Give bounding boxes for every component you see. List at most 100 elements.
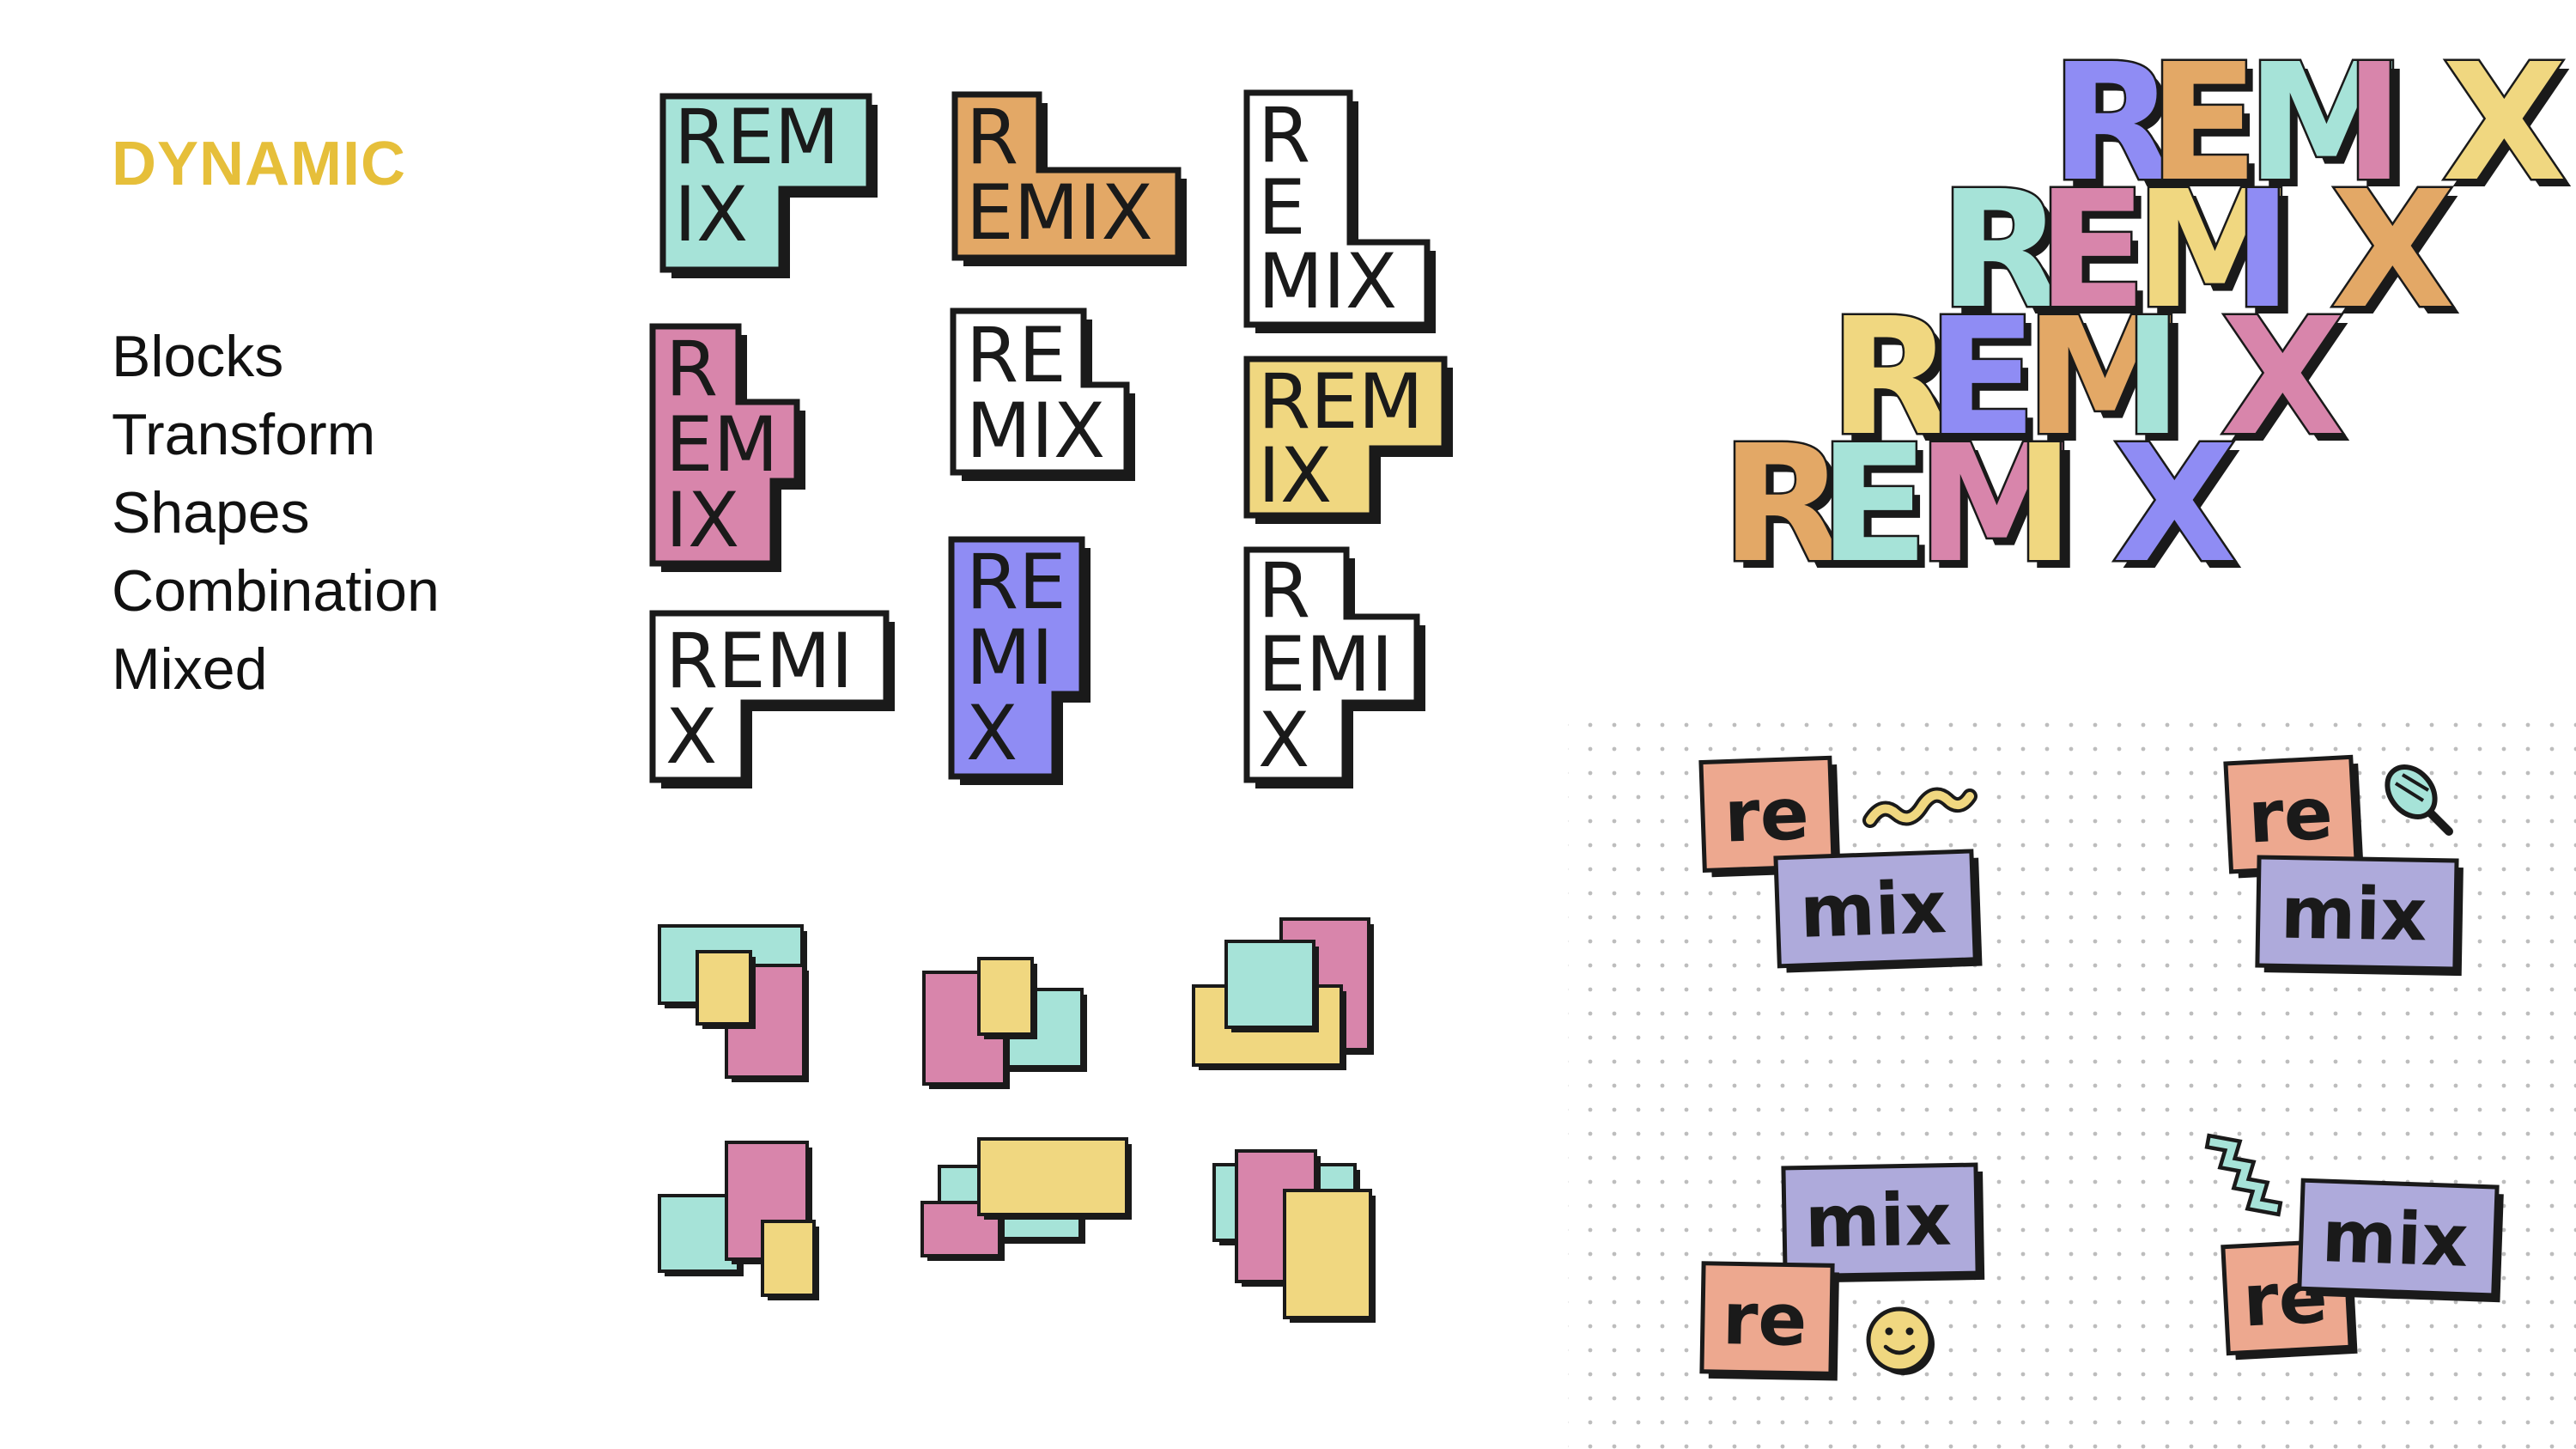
wordmark-letter: I xyxy=(2123,283,2183,472)
text-block-line: R xyxy=(1258,91,1310,180)
wordmark-letter: M xyxy=(1917,411,2077,599)
wordmark-letter: E xyxy=(1819,411,1929,599)
text-block-shape xyxy=(1243,546,1420,783)
wordmark-letter-shadow: R xyxy=(1728,418,1853,606)
wordmark-letter: X xyxy=(2112,411,2237,599)
wordmark-letter: I xyxy=(2014,411,2075,599)
wordmark-letter-shadow: M xyxy=(2254,37,2415,225)
text-block-line: RE xyxy=(966,311,1066,399)
bullet-item: Mixed xyxy=(112,636,268,702)
wordmark-letter-shadow: E xyxy=(2156,37,2266,225)
wordmark-letter-shadow: M xyxy=(2142,164,2303,352)
shape-combination xyxy=(1192,917,1374,1070)
text-block-line: RE xyxy=(966,538,1066,626)
text-block-shape xyxy=(948,536,1085,780)
wordmark-letter: R xyxy=(1939,156,2063,344)
remix-badge: re mix xyxy=(2223,754,2464,977)
text-block: REM IX xyxy=(659,93,878,278)
wordmark-letter-shadow: E xyxy=(1826,418,1936,606)
text-block-line: EMIX xyxy=(966,168,1153,257)
shape-combination xyxy=(920,1137,1132,1261)
wordmark-letter-shadow: I xyxy=(2352,37,2412,225)
text-block: R EMIX xyxy=(951,91,1187,266)
text-block: REM IX xyxy=(1243,356,1453,524)
text-block-line: R xyxy=(665,325,718,413)
shape-combination xyxy=(658,1141,819,1300)
text-block: R EM IX xyxy=(649,323,805,572)
badge-re-label: re xyxy=(1722,771,1810,858)
text-block-line: EM xyxy=(665,400,779,489)
text-block-line: MIX xyxy=(966,387,1105,475)
badge-re-label: re xyxy=(1722,1276,1807,1362)
badge-mix-label: mix xyxy=(2280,870,2427,957)
wordmark-letter: R xyxy=(2050,29,2175,217)
wordmark-letter-shadow: R xyxy=(1837,291,1961,479)
bullet-item: Transform xyxy=(112,402,376,467)
text-block-line: R xyxy=(966,93,1018,181)
maraca-icon xyxy=(2385,764,2453,836)
wordmark-letter: E xyxy=(1927,283,2037,472)
text-block-shape xyxy=(649,323,800,567)
text-block: RE MIX xyxy=(950,307,1135,481)
wordmark-letter-shadow: E xyxy=(2044,164,2154,352)
slide-title: DYNAMIC xyxy=(112,130,406,198)
text-block-line: IX xyxy=(1258,431,1332,520)
wordmark-letter: I xyxy=(2233,156,2293,344)
badge-mix-label: mix xyxy=(1804,1178,1952,1264)
bullet-item: Shapes xyxy=(112,480,310,545)
text-block-shape xyxy=(1243,356,1448,519)
text-block: RE MI X xyxy=(948,536,1091,785)
wordmark-letter: E xyxy=(2037,156,2147,344)
text-block-line: R xyxy=(1258,546,1310,635)
text-block-line: REM xyxy=(674,93,840,181)
badge-re-label: re xyxy=(2246,771,2335,860)
wordmark-letter-shadow: I xyxy=(2130,291,2190,479)
wordmark-letter: X xyxy=(2330,156,2455,344)
text-block-shape xyxy=(659,93,872,273)
text-block-line: IX xyxy=(674,170,748,259)
wordmark-letter-shadow: R xyxy=(1947,164,2071,352)
text-block-line: REMI xyxy=(665,617,854,705)
bullet-list: Blocks Transform Shapes Combination Mixe… xyxy=(112,318,440,709)
badge-mix-label: mix xyxy=(2320,1194,2470,1283)
wordmark-letter-shadow: X xyxy=(2450,37,2574,225)
text-block-shape xyxy=(951,91,1182,261)
text-block-shape xyxy=(649,610,890,783)
wordmark-letter: R xyxy=(1829,283,1953,472)
wordmark-letter-shadow: X xyxy=(2120,418,2245,606)
wordmark-letter: M xyxy=(2025,283,2185,472)
wordmark-letter-shadow: X xyxy=(2338,164,2463,352)
text-block: REMI X xyxy=(649,610,895,788)
text-block-line: X xyxy=(1258,696,1309,784)
text-block-line: EMI xyxy=(1258,620,1393,709)
wordmark-letter: X xyxy=(2221,283,2345,472)
wordmark-letter-shadow: I xyxy=(2240,164,2300,352)
text-block-shape xyxy=(1243,89,1431,328)
remix-badge: mix re xyxy=(1699,1162,1985,1381)
bullet-item: Blocks xyxy=(112,324,284,389)
bullet-item: Combination xyxy=(112,558,440,624)
wordmark-letter-shadow: R xyxy=(2058,37,2183,225)
remix-badge: re mix xyxy=(1698,755,1983,973)
wordmark-letter-shadow: E xyxy=(1935,291,2044,479)
text-block-line: REM xyxy=(1258,357,1424,446)
wordmark-letter: E xyxy=(2148,29,2258,217)
text-block-line: X xyxy=(966,689,1018,777)
badge-mix-label: mix xyxy=(1798,865,1947,954)
wordmark-letter-shadow: X xyxy=(2228,291,2353,479)
wordmark-letter: X xyxy=(2442,29,2567,217)
shape-combination xyxy=(922,957,1087,1089)
text-block: R EMI X xyxy=(1243,546,1425,788)
wordmark-letter-shadow: M xyxy=(1924,418,2085,606)
smiley-icon xyxy=(1866,1306,1935,1375)
wordmark-letter: M xyxy=(2246,29,2407,217)
text-block-line: MIX xyxy=(1258,237,1397,326)
shape-combination xyxy=(658,924,809,1082)
text-block-shape xyxy=(950,307,1130,476)
wordmark-letter: R xyxy=(1721,411,1845,599)
remix-badge: re mix xyxy=(2204,1133,2504,1361)
wordmark-letter-shadow: I xyxy=(2022,418,2082,606)
